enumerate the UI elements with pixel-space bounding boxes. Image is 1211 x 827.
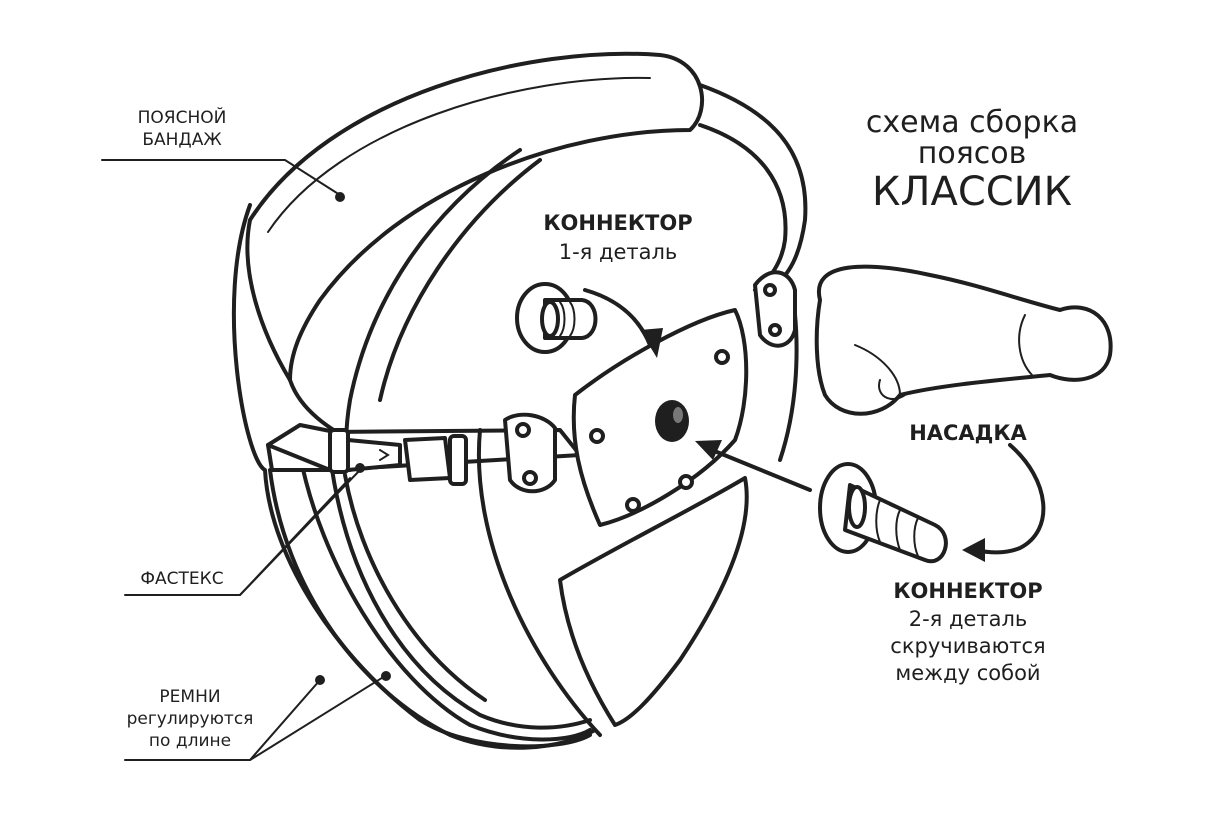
label-waist-band-line-1: ПОЯСНОЙ (138, 106, 227, 128)
label-straps-line-3: по длине (149, 731, 231, 751)
arrow-connector1-head (640, 328, 663, 358)
leg-strap-inner (328, 453, 592, 730)
attachment-illustration (814, 264, 1113, 416)
leader-dot (335, 192, 345, 202)
plate-rivet (625, 497, 641, 513)
title-line-1: схема сборка (866, 105, 1078, 140)
pouch-outline (476, 428, 602, 737)
plate-connector-hole (655, 400, 689, 442)
leader-fastex-2 (239, 477, 351, 596)
arrow-connector2-head (695, 440, 722, 460)
fastex-buckle (328, 428, 468, 486)
plate-rivet (678, 474, 694, 490)
arrow-attachment-head (962, 538, 985, 562)
strap-holder-right (753, 270, 797, 348)
label-straps-line-1: РЕМНИ (159, 687, 220, 707)
leader-dot (381, 671, 391, 681)
strap-holder-left (503, 412, 557, 494)
title-line-3: КЛАССИК (872, 169, 1072, 215)
arrow-connector2-to-plate (710, 448, 812, 492)
connector-part2-illustration (818, 462, 948, 564)
waist-band-stitch (267, 76, 651, 233)
lower-pouch (558, 476, 749, 727)
connector-part1-illustration (515, 282, 598, 354)
title-line-2: поясов (918, 136, 1027, 171)
waist-band-right-strap-inner (698, 123, 788, 292)
label-connector1-sub: 1-я деталь (559, 240, 678, 264)
harness-outer-shell (231, 203, 592, 749)
leader-straps-2 (249, 675, 386, 761)
label-connector2-sub-1: 2-я деталь (909, 607, 1028, 631)
waist-band-right-strap (698, 83, 808, 292)
label-straps-line-2: регулируются (127, 709, 254, 729)
label-connector2-sub-2: скручиваются (890, 634, 1045, 658)
leader-waist-band (101, 159, 341, 196)
leg-strap-outer (268, 468, 597, 750)
leg-strap-inner-2 (343, 473, 487, 702)
label-attachment: НАСАДКА (909, 421, 1027, 445)
label-fastex: ФАСТЕКС (140, 569, 223, 589)
label-connector1-title: КОННЕКТОР (543, 211, 692, 235)
harness-illustration (231, 51, 808, 750)
plate-rivet (589, 428, 605, 444)
harness-inner-shell (298, 453, 592, 742)
arrow-attachment-to-connector2 (973, 443, 1046, 555)
label-waist-band-line-2: БАНДАЖ (142, 130, 221, 150)
label-connector2-sub-3: между собой (895, 661, 1040, 685)
leader-dot (355, 463, 365, 473)
plate-rivet (714, 349, 730, 365)
leader-dot (315, 675, 325, 685)
harness-front-inner-2 (378, 158, 542, 402)
label-connector2-title: КОННЕКТОР (893, 579, 1042, 603)
